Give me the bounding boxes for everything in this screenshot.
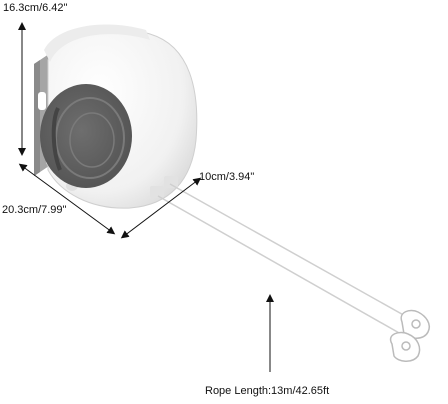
clothesline-ropes: [157, 183, 417, 339]
dimension-lines: [18, 22, 274, 372]
width-dimension-line: [18, 163, 116, 235]
reel-dial: [40, 84, 132, 188]
rope-length-label: Rope Length:13m/42.65ft: [205, 385, 330, 397]
rope-exit: [150, 186, 164, 198]
bracket-slot: [38, 92, 46, 110]
width-label: 20.3cm/7.99": [2, 204, 67, 216]
depth-label: 10cm/3.94": [199, 171, 255, 183]
rope-exit: [164, 176, 178, 188]
depth-dimension-line: [120, 177, 202, 239]
height-label: 16.3cm/6.42": [3, 2, 68, 14]
rope-hook: [389, 331, 421, 362]
